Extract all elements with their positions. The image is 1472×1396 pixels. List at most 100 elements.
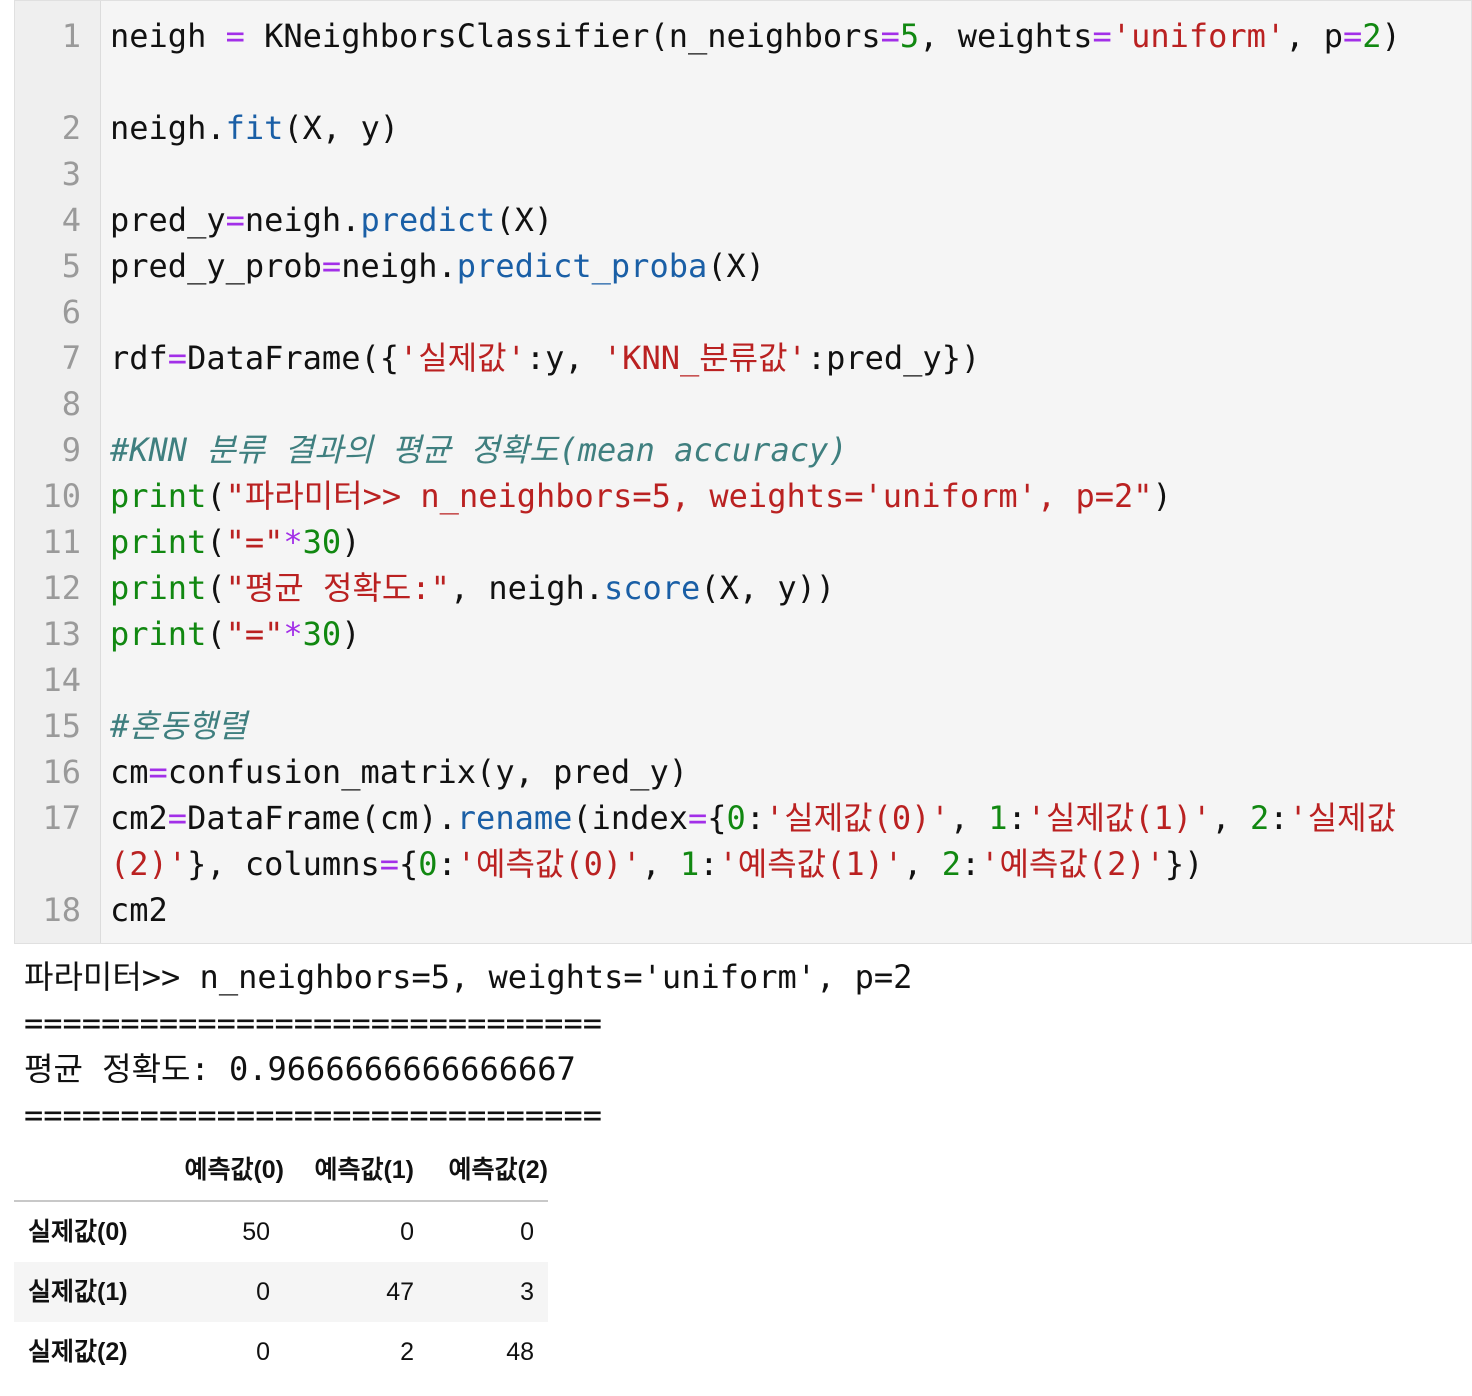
code-token: print <box>110 477 207 515</box>
code-line[interactable]: 14 <box>15 657 1472 703</box>
code-text[interactable]: pred_y_prob=neigh.predict_proba(X) <box>110 243 1463 289</box>
code-token: = <box>225 17 245 55</box>
code-token: "파라미터>> n_neighbors=5, weights='uniform'… <box>225 477 1153 515</box>
code-line[interactable]: 10 print("파라미터>> n_neighbors=5, weights='… <box>15 473 1472 519</box>
code-token: }) <box>1164 845 1204 883</box>
code-token: : <box>1269 799 1289 837</box>
code-line[interactable]: 13 print("="*30) <box>15 611 1472 657</box>
line-number-gutter <box>15 1 101 943</box>
code-token: "평균 정확도:" <box>225 569 450 607</box>
code-token: #KNN 분류 결과의 평균 정확도(mean accuracy) <box>110 431 848 469</box>
line-number: 18 <box>42 891 81 929</box>
code-token: print <box>110 523 207 561</box>
code-token: = <box>880 17 900 55</box>
code-token: DataFrame(cm). <box>187 799 457 837</box>
code-text[interactable]: print("평균 정확도:", neigh.score(X, y)) <box>110 565 1463 611</box>
code-token: , <box>949 799 989 837</box>
line-number: 15 <box>42 707 81 745</box>
code-line[interactable]: 3 <box>15 151 1472 197</box>
code-line[interactable]: 18 cm2 <box>15 887 1472 933</box>
code-line[interactable]: 6 <box>15 289 1472 335</box>
code-token: pred_y <box>110 201 226 239</box>
code-line[interactable]: 5 pred_y_prob=neigh.predict_proba(X) <box>15 243 1472 289</box>
code-token: (index <box>572 799 688 837</box>
table-cell: 3 <box>520 1278 534 1306</box>
output-separator: ============================== <box>24 1004 602 1042</box>
code-line[interactable]: 8 <box>15 381 1472 427</box>
code-text[interactable]: print("="*30) <box>110 519 1463 565</box>
code-text[interactable]: cm2 <box>110 887 1463 933</box>
code-token: = <box>687 799 708 837</box>
code-token: ( <box>206 569 226 607</box>
code-token: = <box>167 339 188 377</box>
code-text[interactable]: cm2=DataFrame(cm).rename(index={0:'실제값(0… <box>110 795 1463 887</box>
code-token: ) <box>341 615 361 653</box>
code-token: = <box>1343 17 1363 55</box>
code-cell[interactable]: 1 neigh = KNeighborsClassifier(n_neighbor… <box>14 0 1472 944</box>
line-number: 13 <box>42 615 81 653</box>
code-text[interactable]: cm=confusion_matrix(y, pred_y) <box>110 749 1463 795</box>
line-number: 10 <box>42 477 81 515</box>
table-row: 실제값(2) 0 2 48 <box>14 1322 548 1382</box>
line-number: 17 <box>42 799 81 837</box>
code-text[interactable]: #KNN 분류 결과의 평균 정확도(mean accuracy) <box>110 427 1463 473</box>
column-header: 예측값(2) <box>448 1156 548 1184</box>
code-line[interactable]: 15 #혼동행렬 <box>15 703 1472 749</box>
code-text[interactable]: neigh = KNeighborsClassifier(n_neighbors… <box>110 13 1463 59</box>
line-number: 1 <box>61 17 81 55</box>
code-token: : <box>960 845 981 883</box>
line-number: 6 <box>61 293 81 331</box>
code-token: "=" <box>225 615 284 653</box>
code-token: : <box>437 845 457 883</box>
code-line[interactable]: 9#KNN 분류 결과의 평균 정확도(mean accuracy) <box>15 427 1472 473</box>
table-row: 실제값(1) 0 47 3 <box>14 1262 548 1322</box>
code-text[interactable]: print("="*30) <box>110 611 1463 657</box>
code-token: = <box>167 799 188 837</box>
code-text[interactable]: pred_y=neigh.predict(X) <box>110 197 1463 243</box>
code-token: print <box>110 569 207 607</box>
code-text[interactable]: rdf=DataFrame({'실제값':y, 'KNN_분류값':pred_y… <box>110 335 1463 381</box>
code-token: (X) <box>495 201 554 239</box>
code-token: , <box>1211 799 1250 837</box>
code-token: :y, <box>525 339 603 377</box>
code-token: print <box>110 615 207 653</box>
table-cell: 50 <box>242 1218 270 1246</box>
code-token: ) <box>1381 17 1401 55</box>
column-header: 예측값(1) <box>314 1156 414 1184</box>
code-text[interactable]: neigh.fit(X, y) <box>110 105 1463 151</box>
code-token: neigh <box>110 17 226 55</box>
code-text[interactable]: print("파라미터>> n_neighbors=5, weights='un… <box>110 473 1463 519</box>
code-token: fit <box>225 109 284 147</box>
table-cell: 47 <box>386 1278 414 1306</box>
code-token: '예측값(1)' <box>718 845 904 883</box>
code-token: 0 <box>726 799 746 837</box>
code-token: 5 <box>899 17 920 55</box>
code-token: , <box>641 845 680 883</box>
code-token: = <box>321 247 342 285</box>
code-token: confusion_matrix(y, pred_y) <box>167 753 688 791</box>
code-token: 'KNN_분류값' <box>602 339 807 377</box>
line-number: 5 <box>61 247 81 285</box>
code-token: neigh. <box>341 247 457 285</box>
code-token: (X, y)) <box>700 569 836 607</box>
table-header-row: 예측값(0) 예측값(1) 예측값(2) <box>14 1140 548 1202</box>
code-line[interactable]: 1 neigh = KNeighborsClassifier(n_neighbor… <box>15 13 1472 105</box>
code-token: predict <box>360 201 496 239</box>
code-token: { <box>707 799 727 837</box>
code-token: 2 <box>941 845 961 883</box>
code-token: 0 <box>418 845 438 883</box>
code-text[interactable]: #혼동행렬 <box>110 703 1463 749</box>
code-token: = <box>1092 17 1112 55</box>
code-token: : <box>1007 799 1027 837</box>
code-token: '실제값' <box>398 339 526 377</box>
code-token: , weights <box>919 17 1093 55</box>
code-token: rename <box>456 799 573 837</box>
code-token: cm2 <box>110 799 168 837</box>
